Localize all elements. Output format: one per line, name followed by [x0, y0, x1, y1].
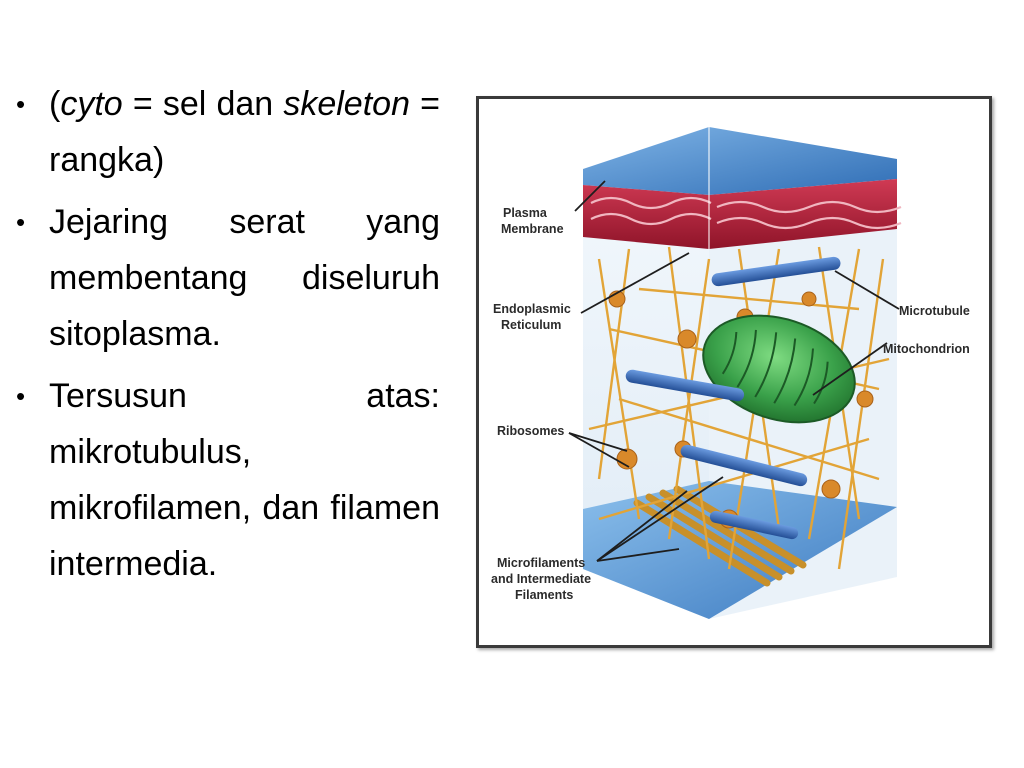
cytoskeleton-diagram: Plasma Membrane Endoplasmic Reticulum Ri… [476, 96, 992, 648]
bullet-item-definition: • (cyto = sel dan skeleton = rangka) [14, 76, 440, 188]
bullet-dot: • [16, 89, 26, 119]
label-mitochondrion: Mitochondrion [883, 342, 970, 356]
definition-cyto: = sel dan [122, 85, 284, 123]
plasma-membrane [583, 179, 897, 249]
label-endoplasmic-reticulum-line2: Reticulum [501, 318, 561, 332]
endoplasmic-reticulum-folds [590, 196, 902, 230]
term-cyto: cyto [60, 85, 123, 123]
label-plasma-membrane-line1: Plasma [503, 206, 548, 220]
label-microfilaments-line3: Filaments [515, 588, 573, 602]
label-microfilaments-line1: Microfilaments [497, 556, 585, 570]
label-ribosomes: Ribosomes [497, 424, 564, 438]
bullet-list: • (cyto = sel dan skeleton = rangka) • J… [14, 76, 440, 592]
bullet-text-column: • (cyto = sel dan skeleton = rangka) • J… [14, 76, 440, 598]
label-endoplasmic-reticulum-line1: Endoplasmic [493, 302, 571, 316]
bullet-text-composition: Tersusun atas: mikrotubulus, mikrofilame… [49, 377, 440, 583]
bullet-text-network: Jejaring serat yang membentang diseluruh… [49, 203, 440, 353]
cell-top-face [583, 127, 897, 195]
definition-skeleton: = rangka) [49, 85, 440, 179]
label-microfilaments-line2: and Intermediate [491, 572, 591, 586]
label-microtubule: Microtubule [899, 304, 970, 318]
cytoskeleton-illustration: Plasma Membrane Endoplasmic Reticulum Ri… [491, 127, 970, 619]
microtubules [625, 256, 841, 540]
term-skeleton: skeleton [283, 85, 410, 123]
open-paren: ( [49, 85, 61, 123]
bullet-item-network: • Jejaring serat yang membentang diselur… [14, 194, 440, 362]
bullet-dot: • [16, 381, 26, 411]
bullet-item-composition: • Tersusun atas: mikrotubulus, mikrofila… [14, 368, 440, 592]
label-plasma-membrane-line2: Membrane [501, 222, 564, 236]
bullet-dot: • [16, 207, 26, 237]
label-leader-lines [568, 180, 900, 562]
